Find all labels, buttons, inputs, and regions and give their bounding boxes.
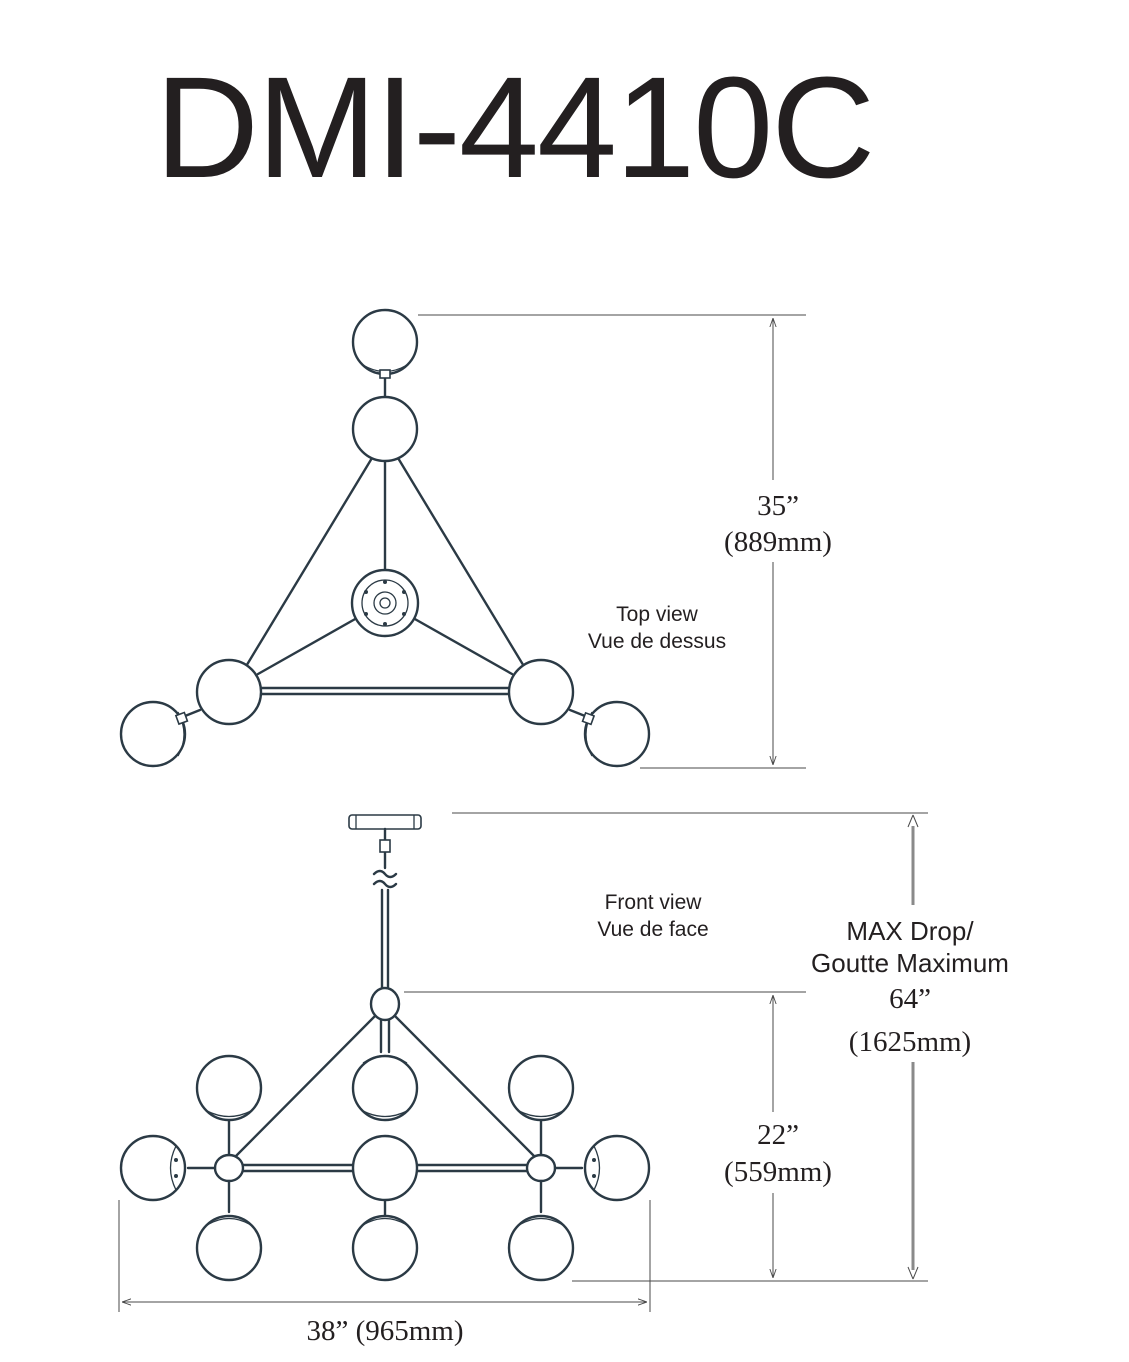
front-view-height-inches: 22” — [757, 1119, 799, 1151]
top-view-height-dimension — [418, 314, 806, 769]
top-view-drawing — [119, 308, 651, 768]
top-view-caption-fr: Vue de dessus — [588, 630, 726, 653]
width-label: 38” (965mm) — [306, 1315, 463, 1347]
max-drop-label-en: MAX Drop/ — [846, 916, 974, 946]
front-view-caption-fr: Vue de face — [597, 918, 708, 941]
front-view-height-mm: (559mm) — [724, 1156, 832, 1188]
front-view-caption-en: Front view — [605, 891, 703, 914]
max-drop-mm: (1625mm) — [849, 1026, 971, 1058]
max-drop-label-fr: Goutte Maximum — [811, 948, 1009, 978]
top-view-height-mm: (889mm) — [724, 526, 832, 558]
front-view-height-dimension — [404, 991, 806, 1277]
max-drop-dimension — [452, 812, 928, 1282]
width-dimension — [118, 1200, 651, 1312]
model-title: DMI-4410C — [155, 47, 873, 208]
front-view-drawing — [119, 814, 651, 1282]
max-drop-inches: 64” — [889, 983, 931, 1015]
top-view-height-inches: 35” — [757, 490, 799, 522]
top-view-caption-en: Top view — [616, 603, 699, 626]
